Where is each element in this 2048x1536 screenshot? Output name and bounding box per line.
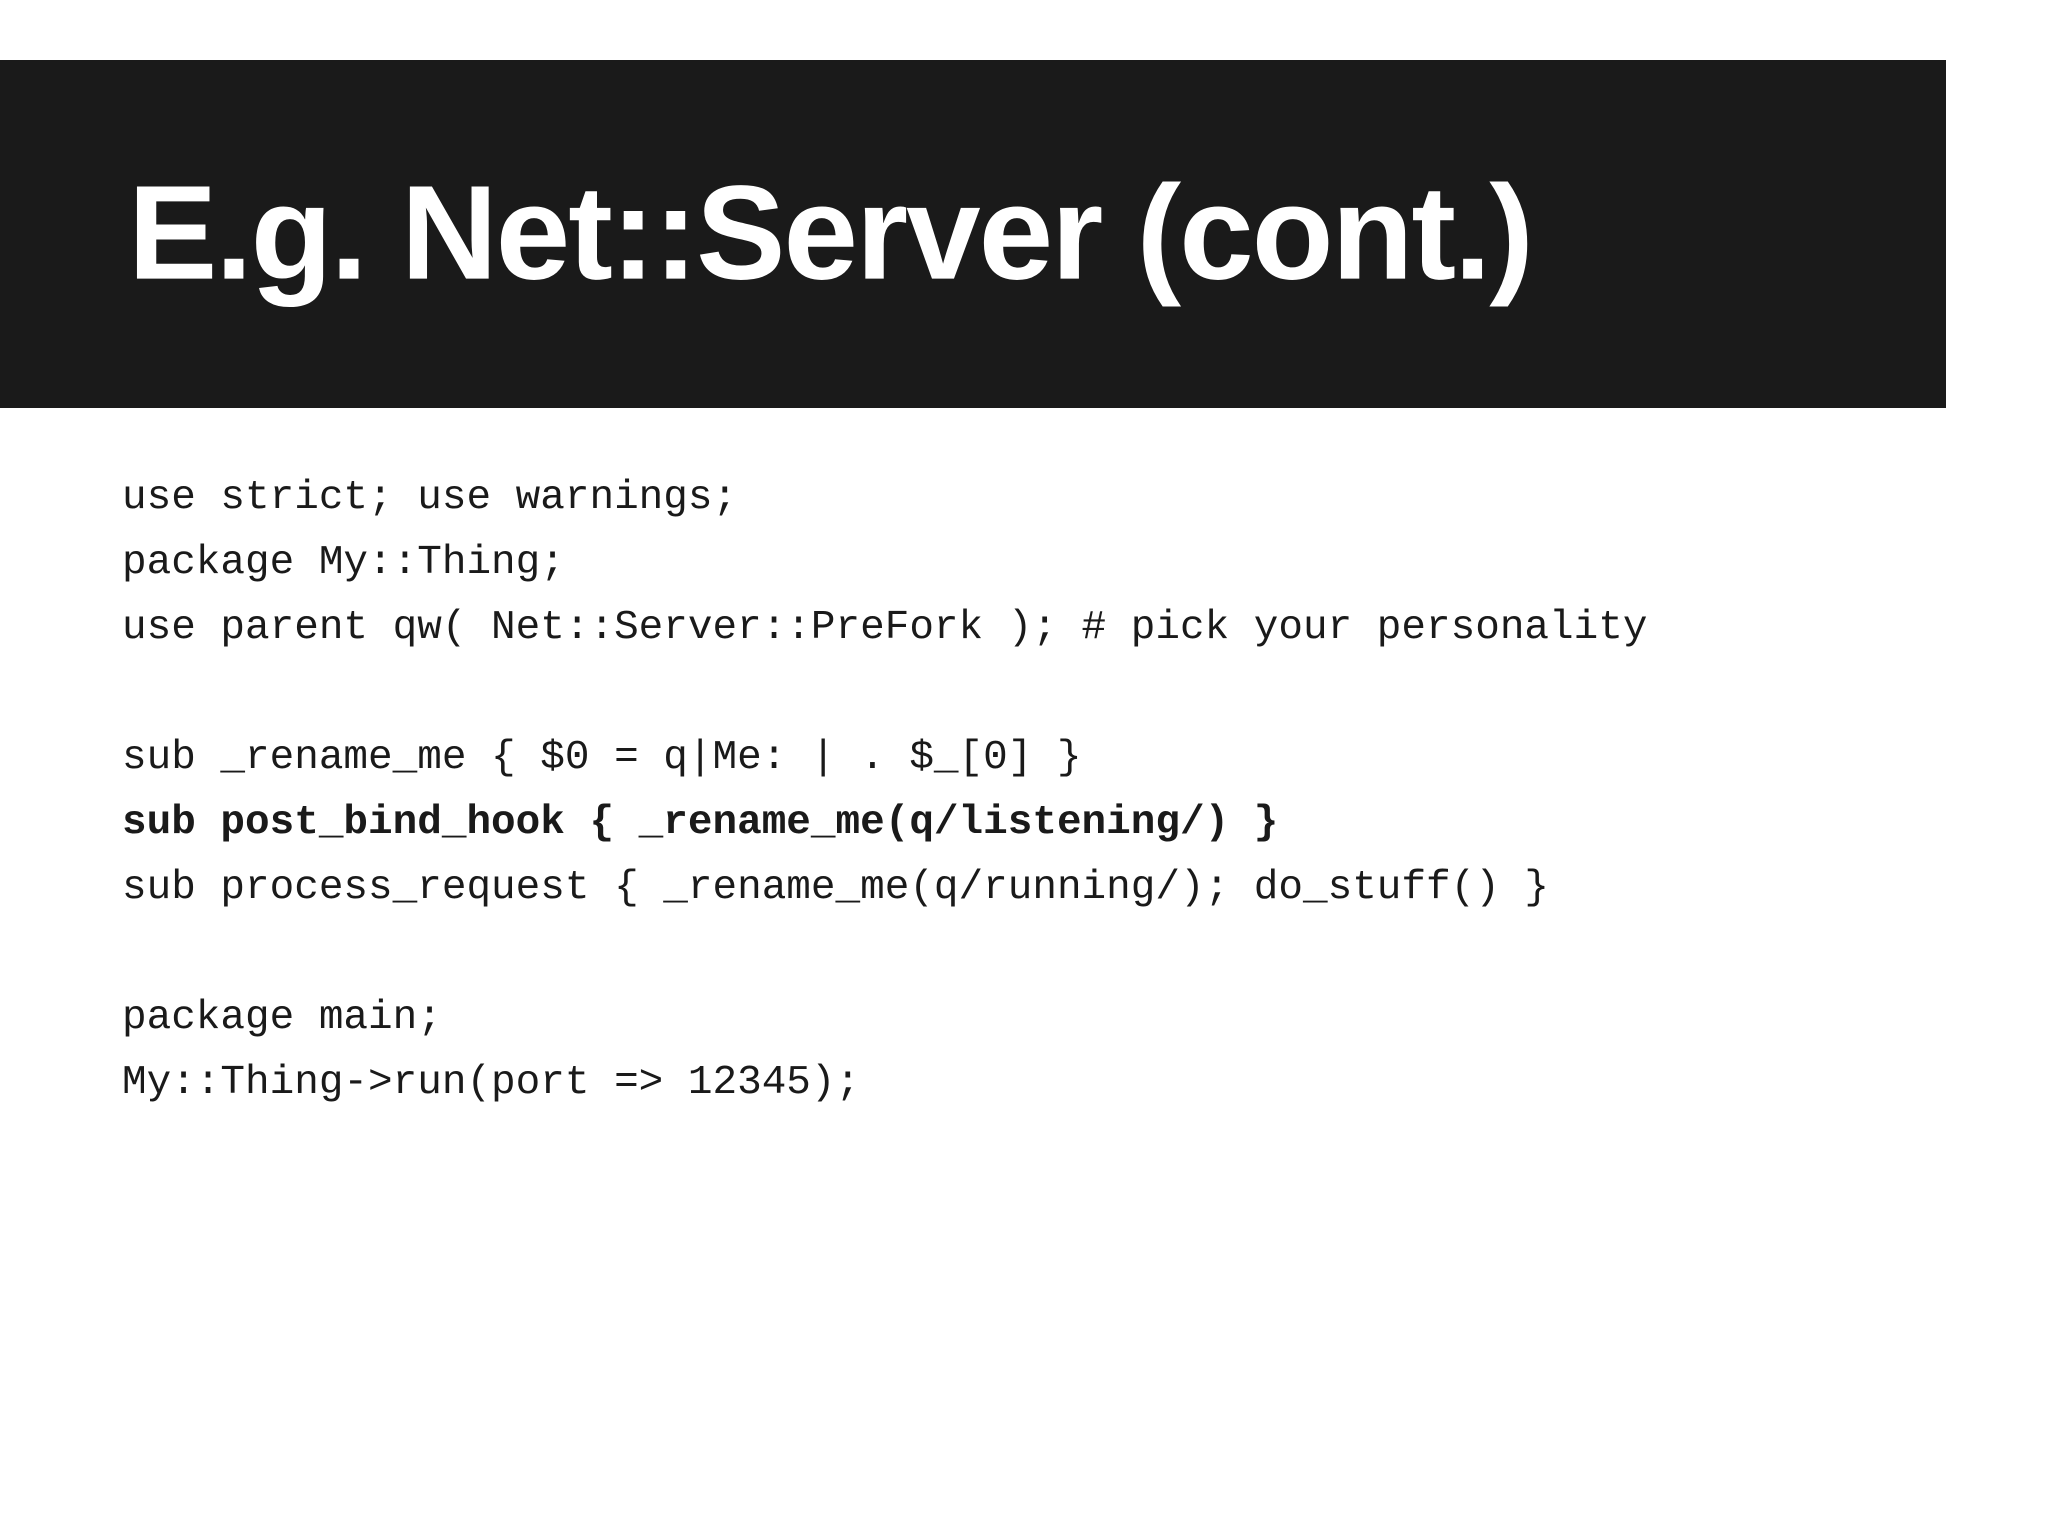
code-line-blank — [122, 661, 1922, 726]
code-line: sub post_bind_hook { _rename_me(q/listen… — [122, 800, 1279, 846]
code-line: package main; — [122, 995, 442, 1041]
code-block: use strict; use warnings;package My::Thi… — [122, 466, 1922, 1116]
code-line: sub _rename_me { $0 = q|Me: | . $_[0] } — [122, 735, 1082, 781]
code-line-blank — [122, 921, 1922, 986]
code-line: sub process_request { _rename_me(q/runni… — [122, 865, 1550, 911]
page-title: E.g. Net::Server (cont.) — [128, 158, 1534, 308]
code-line: use parent qw( Net::Server::PreFork ); #… — [122, 605, 1648, 651]
code-line: package My::Thing; — [122, 540, 565, 586]
title-bar: E.g. Net::Server (cont.) — [0, 60, 1946, 408]
code-line: My::Thing->run(port => 12345); — [122, 1060, 861, 1106]
code-line: use strict; use warnings; — [122, 475, 738, 521]
